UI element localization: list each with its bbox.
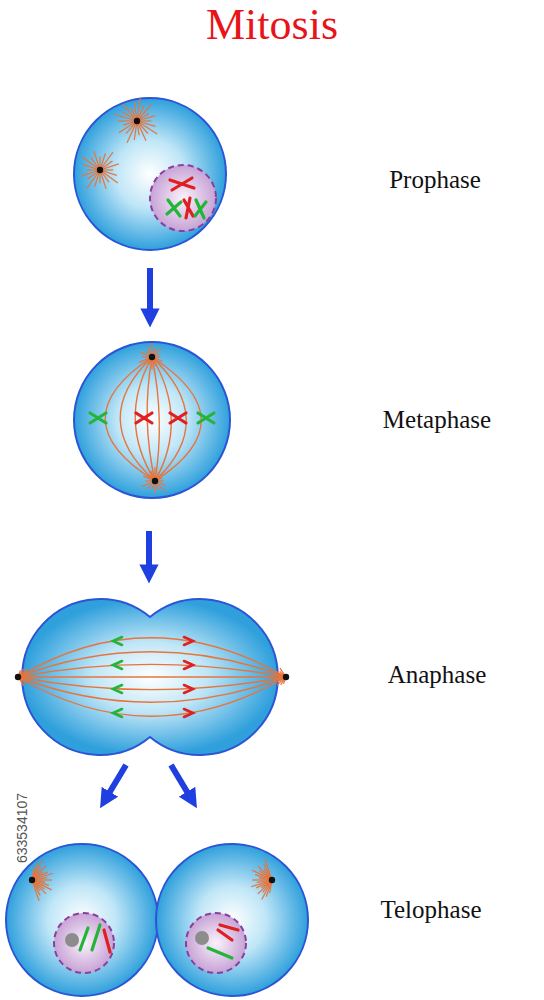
spindle-fibre <box>152 357 186 481</box>
stage-arrows <box>105 268 192 800</box>
stage-arrow <box>105 765 126 800</box>
aster-ray <box>265 859 272 880</box>
aster-ray <box>32 873 53 880</box>
centrosome <box>29 877 35 883</box>
centrosome <box>149 354 155 360</box>
cell-membrane <box>156 844 308 996</box>
stage-label: Anaphase <box>388 660 487 690</box>
stage-label: Prophase <box>389 165 481 195</box>
cell-bodies <box>6 98 308 996</box>
aster-ray <box>32 880 39 901</box>
chromatid <box>113 661 122 669</box>
spindle-fibre <box>18 677 286 702</box>
separating-chromatids <box>113 637 193 717</box>
chromatid <box>184 637 193 645</box>
stage-arrow <box>146 531 152 574</box>
spindle-fibre <box>18 677 286 690</box>
spindle-fibre <box>152 357 159 481</box>
nucleus <box>186 913 246 973</box>
centrosome <box>97 167 103 173</box>
spindle-fibre <box>18 664 286 677</box>
spindle-fibre <box>152 357 201 481</box>
watermark-number: 633534107 <box>15 793 29 863</box>
aster-ray <box>137 121 146 141</box>
centrosome <box>15 674 21 680</box>
chromatid <box>113 685 122 693</box>
chromatid <box>184 709 193 717</box>
spindle-fibre <box>120 357 155 481</box>
nucleus <box>54 913 114 973</box>
spindle-fibre <box>18 677 286 716</box>
nucleolus <box>195 931 209 945</box>
centrosome <box>269 877 275 883</box>
centrosome-asters <box>15 97 289 901</box>
aster-ray <box>119 121 137 133</box>
stage-label: Telophase <box>381 895 482 925</box>
centrosome <box>134 118 140 124</box>
spindle-fibre <box>18 638 286 677</box>
spindle-fibre <box>18 652 286 677</box>
spindle-fibre <box>135 357 155 481</box>
cell-membrane <box>74 342 230 498</box>
aster-ray <box>251 880 272 887</box>
spindle-fibres <box>18 357 286 716</box>
spindle-fibre <box>18 676 286 677</box>
chromatid <box>184 661 193 669</box>
stage-arrow <box>171 765 192 800</box>
nucleolus <box>65 933 79 947</box>
stage-arrow <box>147 268 153 318</box>
chromatid <box>113 637 122 645</box>
cell-membrane <box>74 98 226 250</box>
stage-label: Metaphase <box>383 405 491 435</box>
diagram-title: Mitosis <box>0 0 544 51</box>
centrosome <box>152 478 158 484</box>
chromatid <box>113 709 122 717</box>
chromosomes <box>80 178 238 958</box>
nucleus <box>150 165 216 231</box>
chromatid <box>184 685 193 693</box>
centrosome <box>283 674 289 680</box>
cell-membrane <box>6 844 158 996</box>
spindle-fibre <box>105 357 155 481</box>
